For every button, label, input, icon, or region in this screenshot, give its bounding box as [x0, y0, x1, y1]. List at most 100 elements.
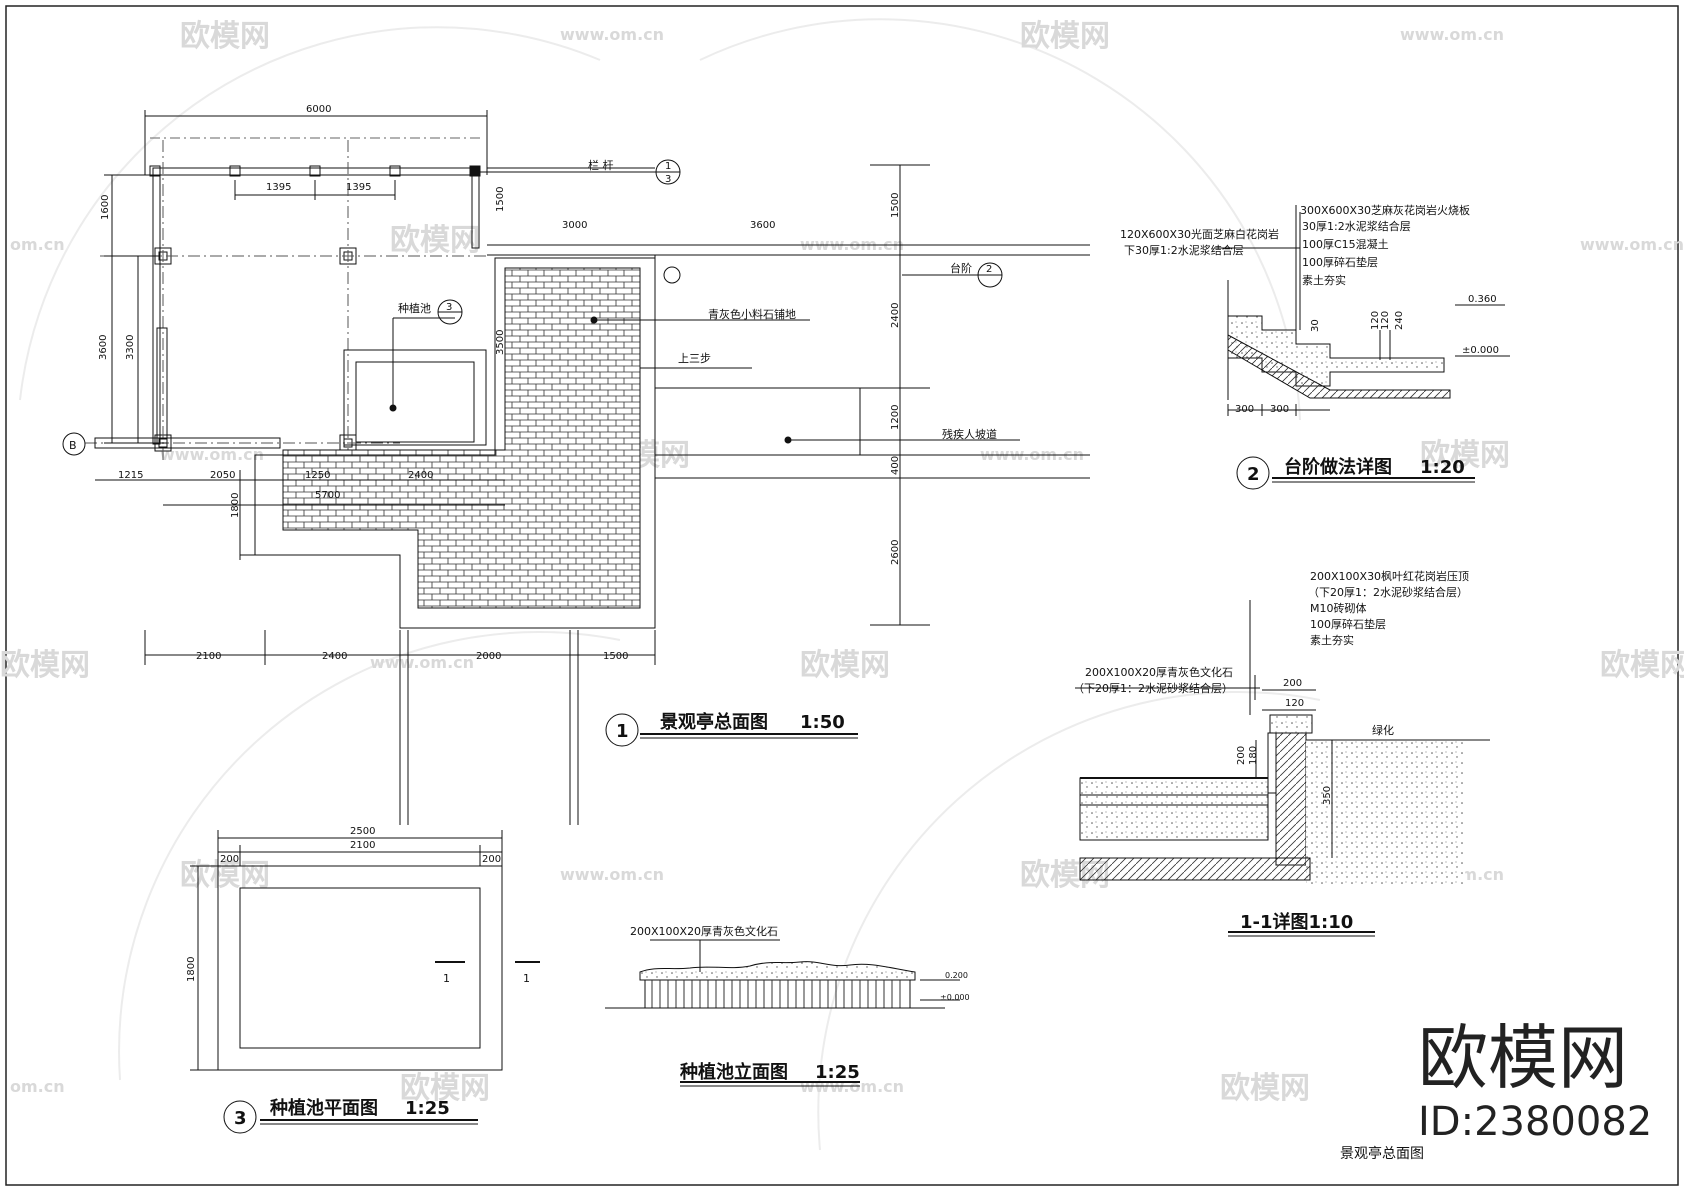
planter-outline	[343, 349, 487, 446]
dim-label: 240	[1394, 311, 1405, 330]
dim-label: 3000	[562, 220, 587, 231]
note-line: （下20厚1：2水泥砂浆结合层）	[1308, 585, 1468, 599]
brick-wall	[1275, 732, 1307, 866]
note-line: 200X100X30枫叶红花岗岩压顶	[1310, 569, 1469, 583]
watermark-arcs	[19, 18, 1321, 1151]
corner-brand: 欧模网 ID:2380082 景观亭总面图	[1340, 1017, 1652, 1162]
dim-label: 200	[1283, 678, 1302, 689]
planter-ref: 3	[446, 302, 452, 313]
dim-label: 180	[1248, 746, 1259, 765]
paving-layers	[1079, 777, 1269, 841]
dim-label: 1500	[603, 651, 628, 662]
railing-posts	[149, 165, 481, 177]
grid-bubble	[62, 432, 86, 456]
note-line: 100厚C15混凝土	[1302, 237, 1389, 251]
dim-label: 400	[890, 456, 901, 475]
watermark-text: 欧模网	[1220, 1071, 1310, 1106]
note-line: 素土夯实	[1302, 273, 1346, 287]
watermark-url: www.om.cn	[560, 865, 664, 884]
dim-label: 120	[1285, 698, 1304, 709]
dim-label: 2500	[350, 826, 375, 837]
dim-label: 6000	[306, 104, 331, 115]
dim-label: 1215	[118, 470, 143, 481]
site-plan-title: 景观亭总面图	[660, 711, 768, 733]
note-line: 120X600X30光面芝麻白花岗岩	[1120, 227, 1279, 241]
planting-soil	[1306, 740, 1465, 885]
dim-label: 300	[1235, 404, 1254, 415]
dim-label: 120	[1370, 311, 1381, 330]
watermark-text: 欧模网	[180, 858, 270, 893]
planter-plan-scale: 1:25	[405, 1098, 450, 1119]
up-steps-label: 上三步	[678, 352, 711, 365]
title-number: 3	[234, 1108, 247, 1129]
elevation-label: 0.200	[945, 971, 968, 980]
planter-elevation-labels: 200X100X20厚青灰色文化石 0.200 ±0.000 种植池立面图 1:…	[630, 924, 970, 1083]
dim-label: 1395	[346, 182, 371, 193]
planter-plan-title: 种植池平面图	[269, 1097, 378, 1119]
title-bubble	[605, 713, 639, 747]
note-line: 100厚碎石垫层	[1310, 617, 1386, 631]
elevation-label: ±0.000	[940, 993, 970, 1002]
dim-label: 1395	[266, 182, 291, 193]
planter-plan-labels: 2500 2100 200 200 1800 1 1 3 种植池平面图 1:25	[186, 826, 530, 1129]
brand-caption: 景观亭总面图	[1340, 1145, 1424, 1162]
site-plan-labels: 6000 1395 1395 1600 3600 3300 1500 3000 …	[69, 104, 997, 742]
planter-inner	[239, 887, 481, 1049]
section-detail-title: 1-1详图1:10	[1240, 911, 1353, 933]
planter-outer	[217, 865, 503, 1071]
brand-name: 欧模网	[1418, 1017, 1628, 1099]
watermark-url: om.cn	[10, 1077, 65, 1096]
watermark-url: www.om.cn	[560, 25, 664, 44]
step-profile	[1227, 315, 1445, 387]
title-number: 1	[616, 721, 629, 742]
watermark-text: 欧模网	[1420, 438, 1510, 473]
planter-elev-scale: 1:25	[815, 1062, 860, 1083]
planter-label: 种植池	[398, 301, 431, 315]
elevation-label: 0.360	[1468, 294, 1497, 305]
note-line: （下20厚1：2水泥砂浆结合层）	[1073, 681, 1233, 695]
dim-label: 2100	[196, 651, 221, 662]
dim-label: 2100	[350, 840, 375, 851]
site-plan	[62, 110, 1090, 825]
railing-ref: 1	[665, 161, 671, 172]
dim-label: 1250	[305, 470, 330, 481]
watermark-text: 欧模网	[400, 1071, 490, 1106]
ramp-label: 残疾人坡道	[942, 427, 997, 441]
note-line: 30厚1:2水泥浆结合层	[1302, 219, 1411, 233]
railing-label: 栏 杆	[588, 158, 614, 172]
watermark-text: 欧模网	[180, 19, 270, 54]
watermark-text: 欧模网	[390, 223, 480, 258]
dim-label: 2600	[890, 540, 901, 565]
watermark-text: 欧模网	[800, 648, 890, 683]
dim-label: 3300	[125, 335, 136, 360]
dim-label: 1200	[890, 405, 901, 430]
site-plan-scale: 1:50	[800, 712, 845, 733]
dim-label: 1500	[890, 193, 901, 218]
grid-label: B	[69, 439, 77, 452]
note-line: 素土夯实	[1310, 633, 1354, 647]
dim-label: 3600	[750, 220, 775, 231]
section-mark: 1	[523, 972, 530, 985]
planter-elev-stones	[651, 980, 901, 1008]
watermark-url: www.om.cn	[370, 653, 474, 672]
steps-label: 台阶	[950, 261, 972, 275]
steps-ref: 2	[986, 264, 992, 275]
section-detail	[1075, 600, 1490, 937]
watermark-layer: 欧模网 www.om.cn 欧模网 www.om.cn om.cn 欧模网 ww…	[0, 19, 1684, 1106]
planter-plan	[190, 830, 540, 1134]
dim-label: 300	[1270, 404, 1289, 415]
watermark-text: 欧模网	[1600, 648, 1684, 683]
watermark-text: 欧模网	[1020, 19, 1110, 54]
dim-label: 2400	[890, 303, 901, 328]
planter-inner	[355, 361, 475, 443]
railing	[152, 167, 480, 176]
paved-area	[282, 267, 641, 609]
note-line: 300X600X30芝麻灰花岗岩火烧板	[1300, 203, 1470, 217]
dim-label: 1600	[100, 195, 111, 220]
title-number: 2	[1247, 464, 1260, 485]
dim-label: 1500	[495, 187, 506, 212]
dim-label: 2050	[210, 470, 235, 481]
dim-label: 1800	[186, 957, 197, 982]
wall-finish	[1267, 732, 1277, 794]
